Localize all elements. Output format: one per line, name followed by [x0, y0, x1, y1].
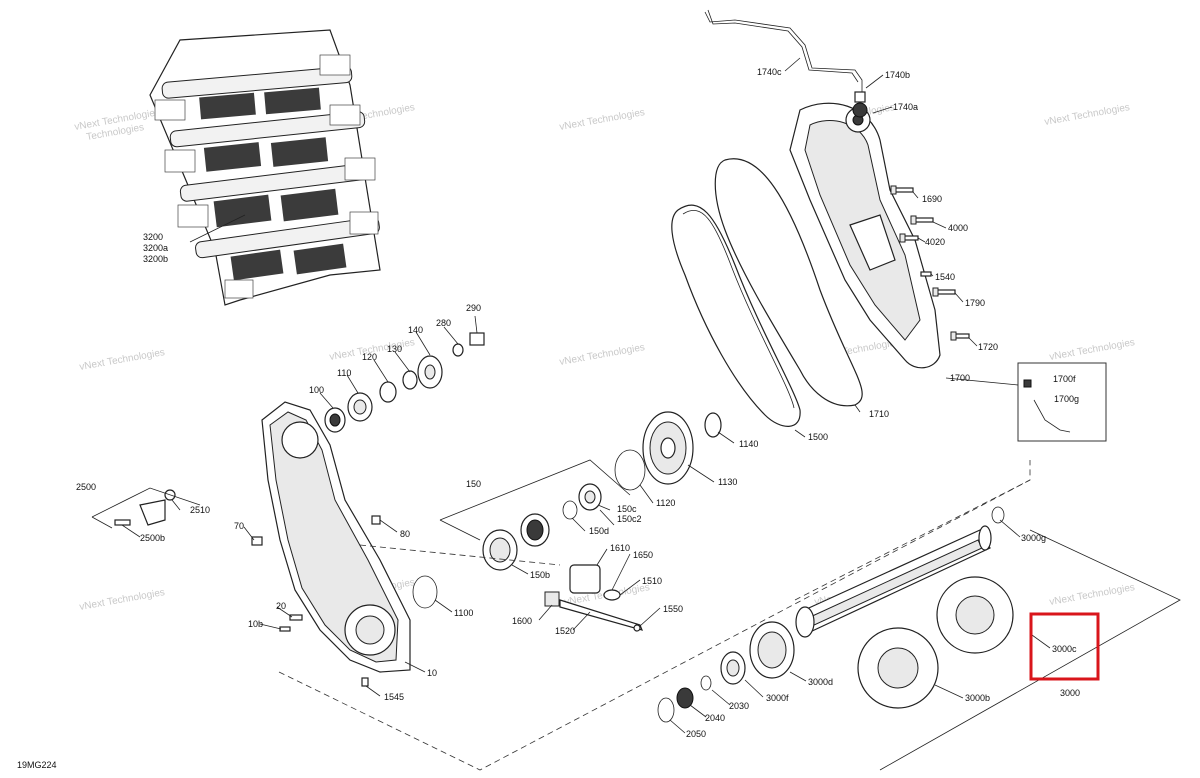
- diagram-code: 19MG224: [17, 760, 57, 770]
- chaincase-cover: [789, 102, 941, 369]
- watermark: vNext Technologies: [559, 342, 646, 368]
- callout-1690: 1690: [922, 194, 942, 204]
- callout-130: 130: [387, 344, 402, 354]
- svg-text:vNext Technologies: vNext Technologies: [1049, 337, 1136, 363]
- cover-bolts: [890, 185, 970, 341]
- callout-290: 290: [466, 303, 481, 313]
- callout-140: 140: [408, 325, 423, 335]
- inset-box: [1017, 362, 1107, 442]
- svg-text:vNext Technologies: vNext Technologies: [559, 342, 646, 368]
- callout-3200: 3200: [143, 232, 163, 242]
- callout-2500b: 2500b: [140, 533, 165, 543]
- callout-1650: 1650: [633, 550, 653, 560]
- callout-1700g: 1700g: [1054, 394, 1079, 404]
- callout-150c2: 150c2: [617, 514, 642, 524]
- callout-1790: 1790: [965, 298, 985, 308]
- callout-110: 110: [337, 368, 351, 378]
- svg-text:vNext Technologies: vNext Technologies: [1049, 582, 1136, 608]
- callout-1610: 1610: [610, 543, 630, 553]
- callout-1740a: 1740a: [893, 102, 918, 112]
- lower-sprocket-group: [412, 483, 602, 609]
- callout-1510: 1510: [642, 576, 662, 586]
- callout-280: 280: [436, 318, 451, 328]
- track-illustration: [149, 29, 381, 306]
- callout-1540: 1540: [935, 272, 955, 282]
- callout-20: 20: [276, 601, 286, 611]
- callout-1550: 1550: [663, 604, 683, 614]
- chaincase-housing: [261, 401, 411, 673]
- callout-1120: 1120: [656, 498, 675, 508]
- callout-1520: 1520: [555, 626, 575, 636]
- callout-1710: 1710: [869, 409, 889, 419]
- callout-2030: 2030: [729, 701, 749, 711]
- callout-3000b: 3000b: [965, 693, 990, 703]
- upper-shaft-parts: [324, 332, 485, 433]
- callout-10: 10: [427, 668, 437, 678]
- lower-gear-parts: [614, 411, 722, 491]
- callout-3000c: 3000c: [1052, 644, 1077, 654]
- callout-80: 80: [400, 529, 410, 539]
- callout-1720: 1720: [978, 342, 998, 352]
- callout-10b: 10b: [248, 619, 263, 629]
- svg-text:vNext Technologies: vNext Technologies: [1044, 102, 1131, 128]
- tensioner-group: [544, 564, 644, 632]
- callout-2510: 2510: [190, 505, 210, 515]
- small-bolts: [251, 515, 381, 687]
- callout-3000: 3000: [1060, 688, 1080, 698]
- callout-2500: 2500: [76, 482, 96, 492]
- watermark: vNext Technologies: [1049, 582, 1136, 608]
- highlight-box: [1029, 612, 1100, 681]
- svg-text:vNext Technologies: vNext Technologies: [79, 587, 166, 613]
- callout-150: 150: [466, 479, 481, 489]
- watermark: vNext Technologies Technologies: [74, 107, 161, 143]
- leader-lines: [121, 57, 1051, 734]
- callout-150b: 150b: [530, 570, 550, 580]
- callout-3200b: 3200b: [143, 254, 168, 264]
- watermark: vNext Technologies: [79, 347, 166, 373]
- callout-4000: 4000: [948, 223, 968, 233]
- callout-1700f: 1700f: [1053, 374, 1076, 384]
- callout-1600: 1600: [512, 616, 532, 626]
- callout-3200a: 3200a: [143, 243, 168, 253]
- watermark: vNext Technologies: [79, 587, 166, 613]
- callout-150c: 150c: [617, 504, 637, 514]
- svg-text:vNext Technologies: vNext Technologies: [559, 107, 646, 133]
- drive-chain: [671, 158, 863, 427]
- bracket-2500: [114, 489, 176, 526]
- watermark: vNext Technologies: [559, 107, 646, 133]
- drive-shaft-group: [657, 506, 1014, 723]
- callout-2050: 2050: [686, 729, 706, 739]
- watermark: vNext Technologies: [1049, 337, 1136, 363]
- callout-120: 120: [362, 352, 377, 362]
- callout-labels: 3200 3200a 3200b 1740c 1740b 1740a 1690 …: [17, 67, 1080, 770]
- svg-text:vNext Technologies: vNext Technologies: [79, 347, 166, 373]
- watermark: vNext Technologies: [1044, 102, 1131, 128]
- callout-1545: 1545: [384, 692, 404, 702]
- callout-1700: 1700: [950, 373, 970, 383]
- callout-100: 100: [309, 385, 324, 395]
- callout-3000f: 3000f: [766, 693, 789, 703]
- callout-1100: 1100: [454, 608, 473, 618]
- callout-1140: 1140: [739, 439, 758, 449]
- callout-2040: 2040: [705, 713, 725, 723]
- callout-3000d: 3000d: [808, 677, 833, 687]
- callout-70: 70: [234, 521, 244, 531]
- callout-3000g: 3000g: [1021, 533, 1046, 543]
- guide-lines: [91, 459, 1181, 771]
- callout-4020: 4020: [925, 237, 945, 247]
- callout-1740b: 1740b: [885, 70, 910, 80]
- callout-1740c: 1740c: [757, 67, 782, 77]
- callout-150d: 150d: [589, 526, 609, 536]
- breather-hose: [704, 9, 868, 118]
- callout-1130: 1130: [718, 477, 737, 487]
- callout-1500: 1500: [808, 432, 828, 442]
